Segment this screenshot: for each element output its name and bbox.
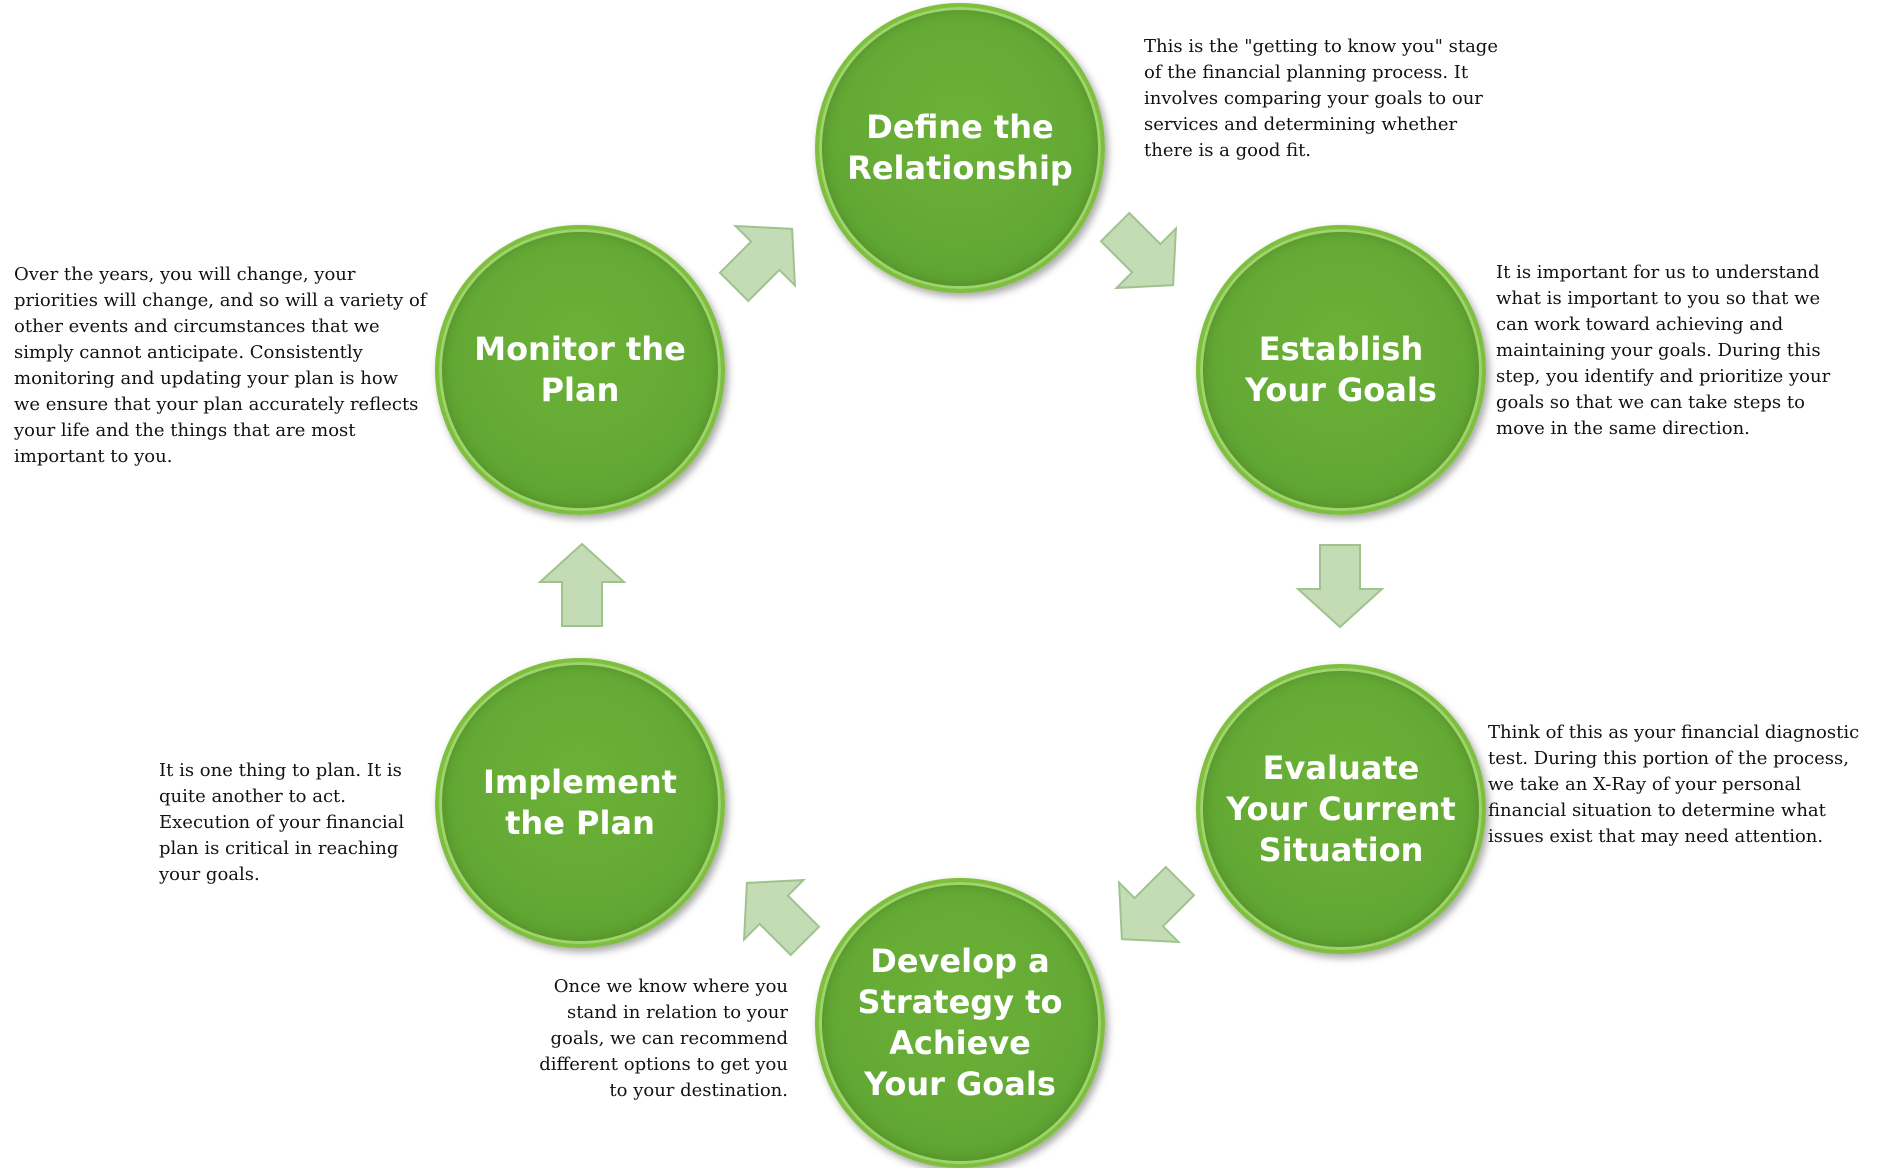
description-define-relationship: This is the "getting to know you" stage …: [1144, 36, 1498, 161]
description-monitor-plan: Over the years, you will change, your pr…: [14, 264, 427, 467]
arrow-monitor-to-define: [703, 198, 823, 318]
description-implement-plan: It is one thing to plan. It is quite ano…: [159, 760, 405, 885]
arrow-develop-to-implement: [716, 852, 836, 972]
stage-implement-plan: Implement the Plan: [435, 658, 725, 948]
description-develop-strategy: Once we know where you stand in relation…: [539, 976, 788, 1101]
description-establish-goals: It is important for us to understand wha…: [1496, 262, 1831, 439]
stage-monitor-plan: Monitor the Plan: [435, 225, 725, 515]
stage-label: Define the Relationship: [847, 108, 1073, 187]
description-evaluate-situation: Think of this as your financial diagnost…: [1488, 722, 1860, 847]
stage-label: Develop a Strategy to Achieve Your Goals: [857, 942, 1063, 1103]
stage-develop-strategy: Develop a Strategy to Achieve Your Goals: [815, 878, 1105, 1168]
arrow-evaluate-to-develop: [1091, 850, 1211, 970]
stage-label: Establish Your Goals: [1245, 330, 1437, 409]
arrow-define-to-establish: [1084, 196, 1204, 316]
stage-define-relationship: Define the Relationship: [815, 3, 1105, 293]
stage-label: Implement the Plan: [483, 763, 677, 842]
stage-label: Evaluate Your Current Situation: [1226, 748, 1456, 869]
arrow-establish-to-evaluate: [1297, 544, 1383, 628]
stage-evaluate-situation: Evaluate Your Current Situation: [1196, 664, 1486, 954]
stage-establish-goals: Establish Your Goals: [1196, 225, 1486, 515]
arrow-implement-to-monitor: [539, 543, 625, 627]
stage-label: Monitor the Plan: [474, 330, 686, 409]
